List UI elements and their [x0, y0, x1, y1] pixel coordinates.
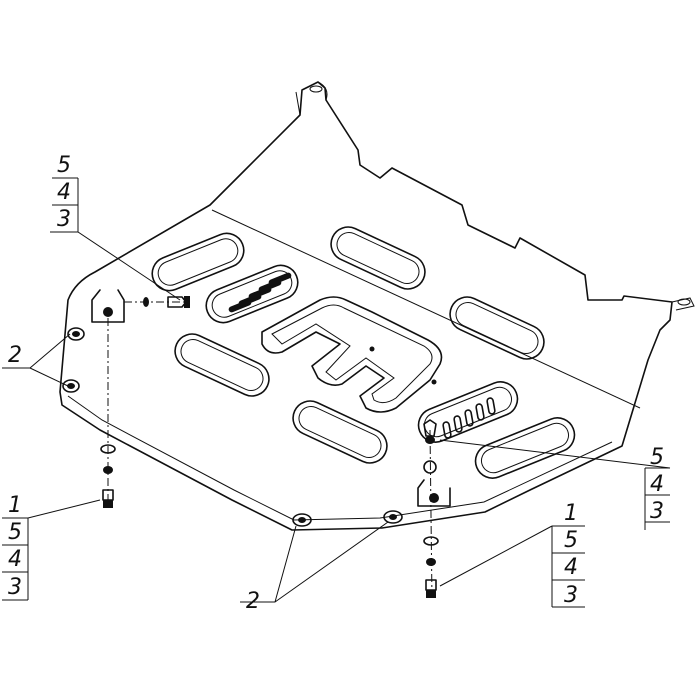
callout-label: 3	[564, 583, 578, 608]
callout-label: 5	[57, 153, 71, 178]
plate-hole-right	[431, 379, 437, 385]
callout-label: 5	[650, 445, 664, 470]
plate-hole-center	[369, 346, 375, 352]
callout-label: 3	[8, 575, 22, 600]
callout-label: 4	[57, 180, 71, 205]
plate-rear-ridge	[211, 209, 641, 409]
plate-inner-edge	[67, 395, 613, 521]
rear-right-tab-hole	[677, 298, 691, 306]
callout-label: 1	[564, 501, 578, 526]
leader-lines	[2, 177, 671, 608]
callout-bottom-left: 1 5 4 3	[8, 493, 22, 600]
vent-slots-left	[228, 272, 292, 313]
callout-right: 5 4 3	[650, 445, 664, 524]
skid-plate-outline	[59, 81, 673, 531]
rear-left-tab-hole	[309, 85, 323, 93]
mounting-bosses	[62, 327, 403, 527]
callout-label: 4	[8, 547, 22, 572]
callout-left-bosses: 2	[8, 343, 22, 368]
central-channel-inner	[271, 304, 433, 404]
left-bracket-fasteners	[91, 289, 190, 508]
rib-ovals	[151, 226, 576, 479]
callout-label: 3	[57, 207, 71, 232]
callout-label: 4	[564, 555, 578, 580]
rear-right-tab	[671, 297, 695, 311]
callout-label: 5	[8, 520, 22, 545]
callout-label: 3	[650, 499, 664, 524]
callout-bottom-right: 1 5 4 3	[564, 501, 578, 608]
callout-label: 5	[564, 528, 578, 553]
rear-left-tab	[295, 81, 328, 116]
vent-slots-right	[442, 397, 496, 439]
callout-top-left: 5 4 3	[57, 153, 71, 232]
central-channel	[261, 296, 443, 413]
callout-label: 1	[8, 493, 22, 518]
right-bracket-fasteners	[417, 419, 451, 601]
callout-bottom-bosses: 2	[246, 589, 260, 614]
callout-label: 4	[650, 472, 664, 497]
